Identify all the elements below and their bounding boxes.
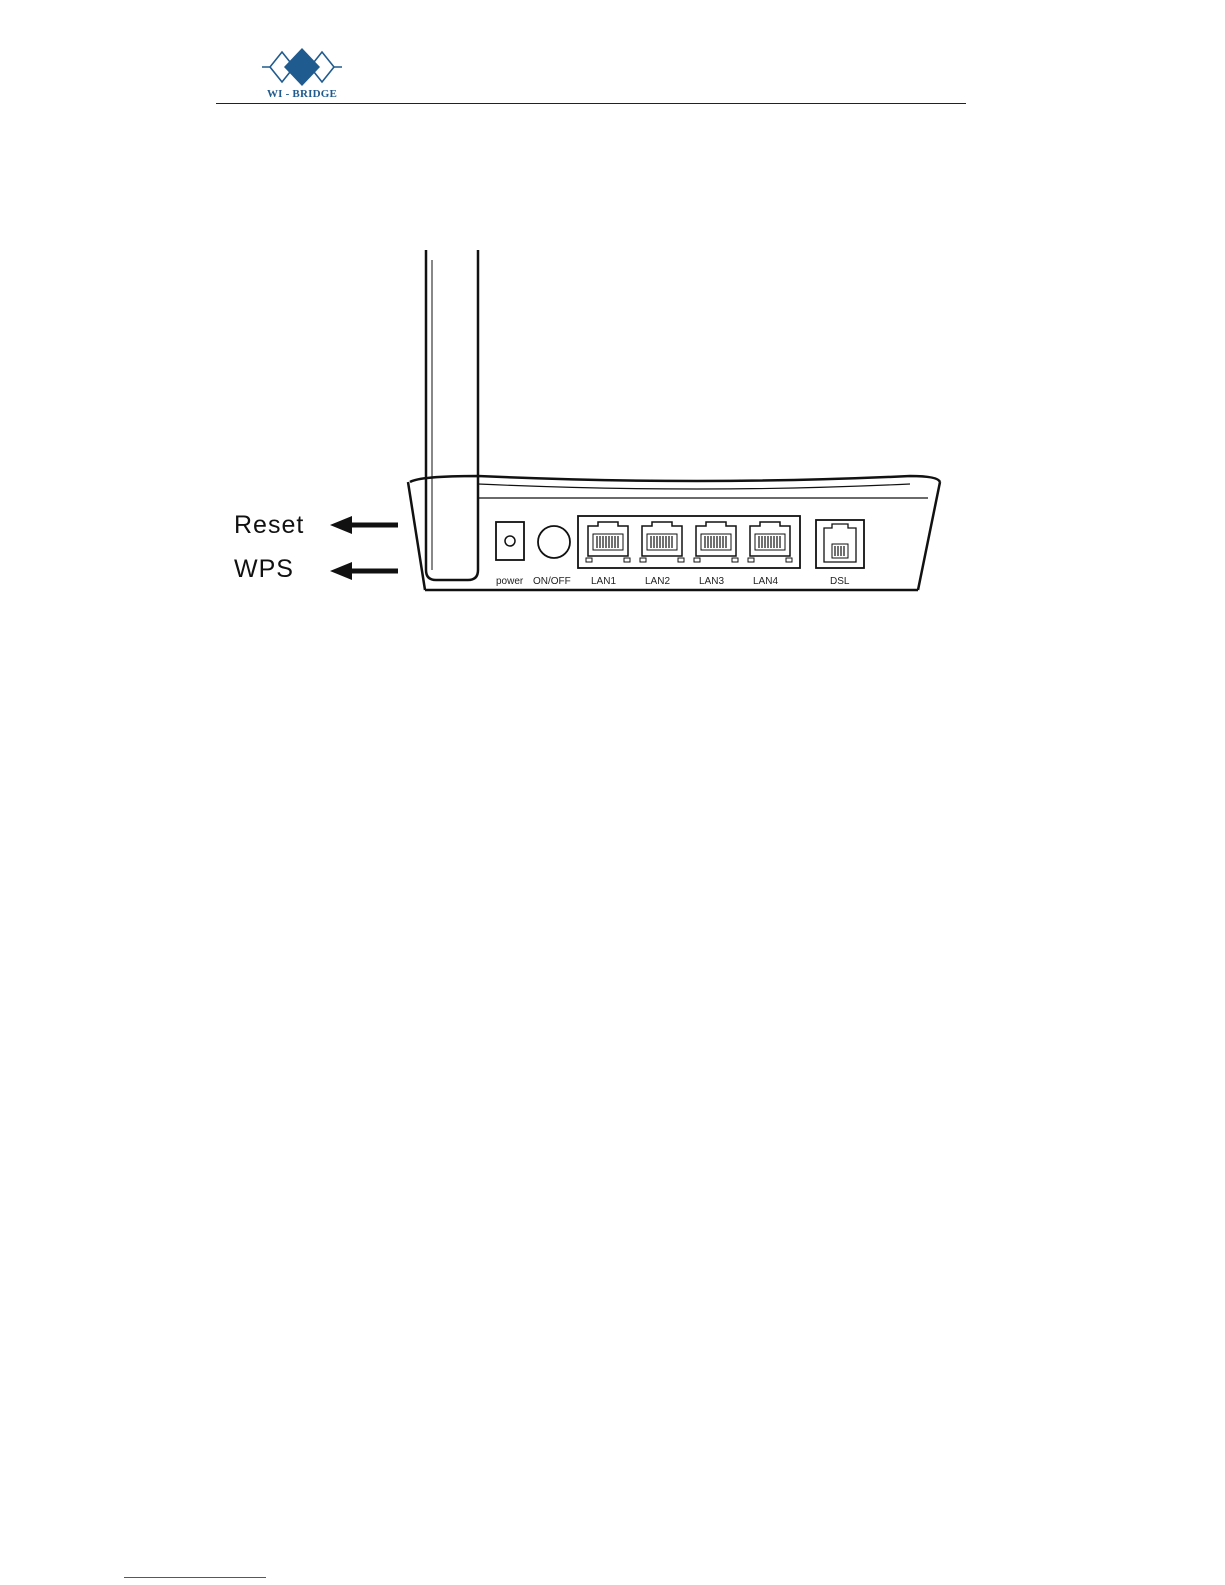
port-label-lan1: LAN1 (591, 576, 616, 587)
lan-port-icon (586, 522, 630, 562)
lan-port-icon (640, 522, 684, 562)
header-rule (216, 103, 966, 104)
port-label-lan3: LAN3 (699, 576, 724, 587)
port-label-dsl: DSL (830, 576, 850, 587)
lan-port-icon (694, 522, 738, 562)
port-label-lan2: LAN2 (645, 576, 670, 587)
footer-link-underline (124, 1577, 266, 1578)
port-label-power: power (496, 576, 524, 587)
port-label-on-off: ON/OFF (533, 576, 571, 587)
wps-callout-label: WPS (234, 555, 294, 584)
antenna-icon (426, 250, 478, 580)
power-switch-icon (538, 526, 570, 558)
dsl-port-icon (816, 520, 864, 568)
reset-callout-label: Reset (234, 511, 304, 540)
arrow-left-icon (330, 562, 398, 580)
power-jack-icon (496, 522, 524, 560)
port-label-lan4: LAN4 (753, 576, 778, 587)
router-rear-panel-illustration: power ON/OFF LAN1 LAN2 LAN3 LAN4 DSL (220, 250, 980, 610)
lan-port-icon (748, 522, 792, 562)
logo-text: WI - BRIDGE (262, 88, 342, 100)
arrow-left-icon (330, 516, 398, 534)
